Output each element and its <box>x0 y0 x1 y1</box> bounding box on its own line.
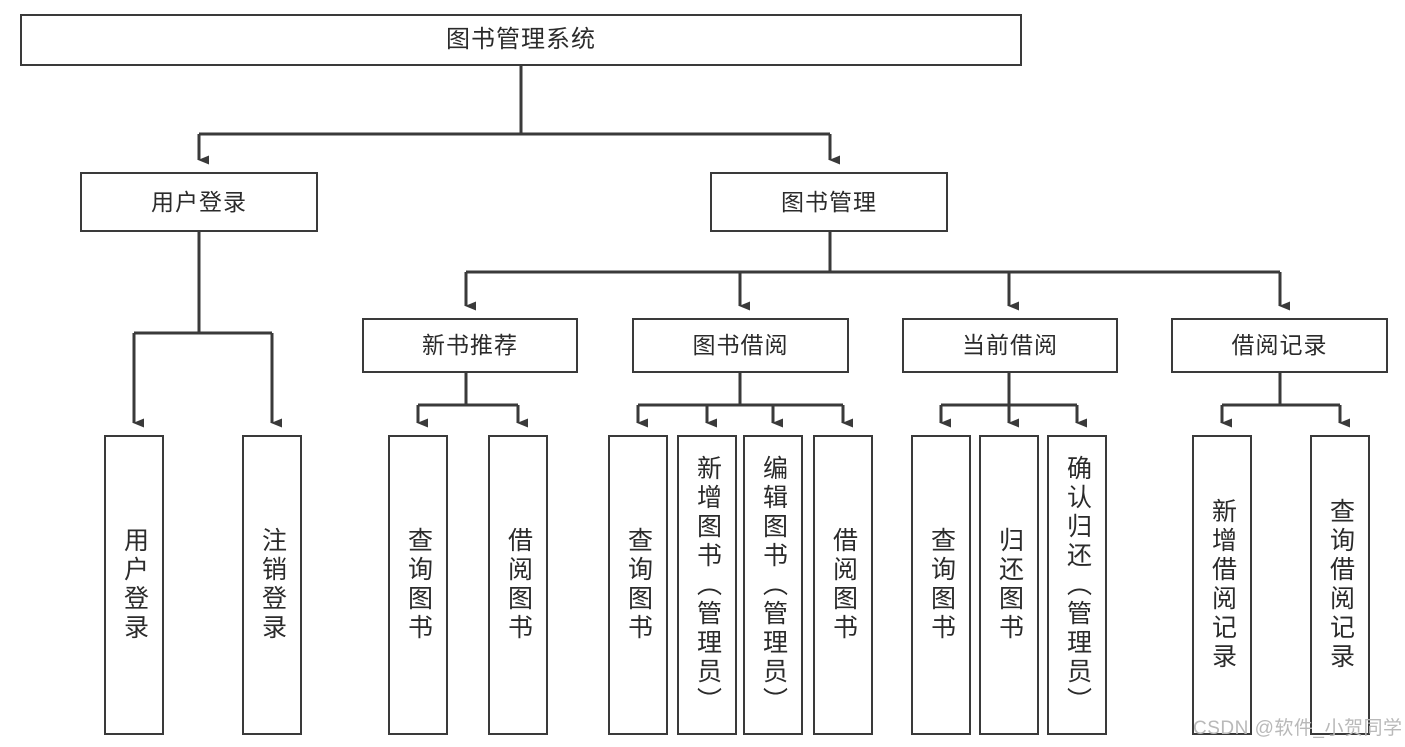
node-label: 图书管理系统 <box>446 26 596 54</box>
leaf-confirm-return-admin[interactable]: 确认归还（管理员） <box>1047 435 1107 735</box>
node-label: 图书管理 <box>781 188 877 215</box>
node-label: 用户登录 <box>120 527 149 643</box>
node-label: 查询图书 <box>624 527 653 643</box>
node-label: 借阅图书 <box>829 527 858 643</box>
node-label: 当前借阅 <box>962 332 1058 359</box>
leaf-edit-book-admin[interactable]: 编辑图书（管理员） <box>743 435 803 735</box>
leaf-borrow-book[interactable]: 借阅图书 <box>813 435 873 735</box>
node-label: 确认归还（管理员） <box>1063 454 1092 716</box>
node-new-book-recommend[interactable]: 新书推荐 <box>362 318 578 373</box>
leaf-add-borrow-record[interactable]: 新增借阅记录 <box>1192 435 1252 735</box>
node-label: 查询图书 <box>927 527 956 643</box>
node-label: 注销登录 <box>258 527 287 643</box>
leaf-query-borrow-record[interactable]: 查询借阅记录 <box>1310 435 1370 735</box>
leaf-query-book-borrow[interactable]: 查询图书 <box>608 435 668 735</box>
leaf-user-login[interactable]: 用户登录 <box>104 435 164 735</box>
node-label: 新书推荐 <box>422 332 518 359</box>
node-label: 编辑图书（管理员） <box>759 454 788 716</box>
node-book-management-system[interactable]: 图书管理系统 <box>20 14 1022 66</box>
node-label: 借阅记录 <box>1231 332 1328 359</box>
node-label: 图书借阅 <box>692 332 789 359</box>
node-label: 查询借阅记录 <box>1326 498 1355 672</box>
leaf-add-book-admin[interactable]: 新增图书（管理员） <box>677 435 737 735</box>
leaf-logout[interactable]: 注销登录 <box>242 435 302 735</box>
leaf-query-book-recommend[interactable]: 查询图书 <box>388 435 448 735</box>
node-label: 新增借阅记录 <box>1208 498 1237 672</box>
leaf-borrow-book-recommend[interactable]: 借阅图书 <box>488 435 548 735</box>
node-borrow-record[interactable]: 借阅记录 <box>1171 318 1388 373</box>
node-label: 归还图书 <box>995 527 1024 643</box>
node-user-login[interactable]: 用户登录 <box>80 172 318 232</box>
leaf-query-book-current[interactable]: 查询图书 <box>911 435 971 735</box>
leaf-return-book[interactable]: 归还图书 <box>979 435 1039 735</box>
node-book-management[interactable]: 图书管理 <box>710 172 948 232</box>
node-book-borrow[interactable]: 图书借阅 <box>632 318 849 373</box>
node-label: 查询图书 <box>404 527 433 643</box>
node-label: 用户登录 <box>151 188 247 215</box>
node-current-borrow[interactable]: 当前借阅 <box>902 318 1118 373</box>
node-label: 新增图书（管理员） <box>693 454 722 716</box>
node-label: 借阅图书 <box>504 527 533 643</box>
